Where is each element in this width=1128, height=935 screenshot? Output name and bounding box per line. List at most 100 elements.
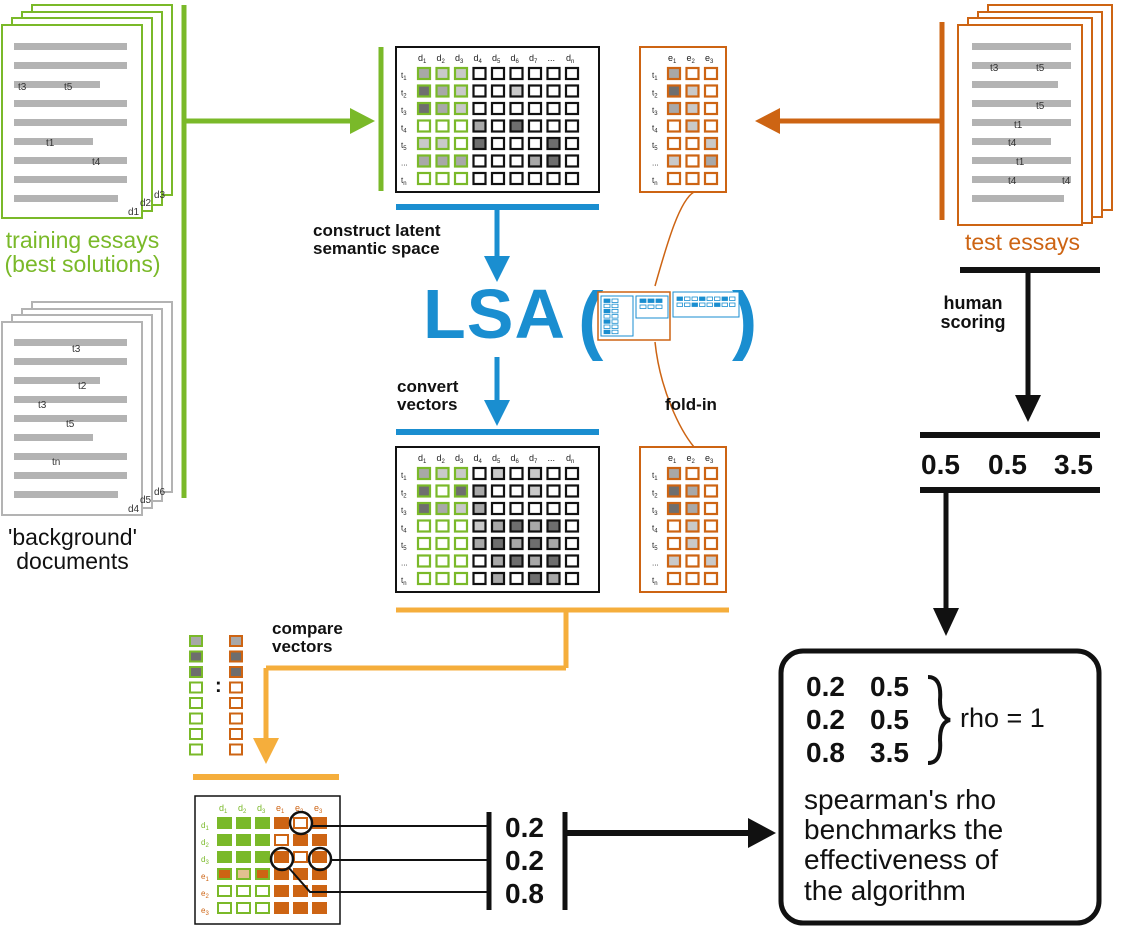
matrix-cell xyxy=(509,154,524,168)
matrix-cell xyxy=(416,484,432,498)
similarity-cell xyxy=(274,902,289,914)
matrix-cell xyxy=(666,554,682,568)
human-scoring-flow xyxy=(920,267,1100,636)
matrix-cell xyxy=(416,571,432,586)
term-label: t1 xyxy=(46,138,55,149)
black-arrowhead xyxy=(1015,395,1041,422)
matrix-cell xyxy=(546,136,561,151)
matrix-cell xyxy=(564,501,580,516)
matrix-label: d1 xyxy=(418,53,427,65)
vector-cell xyxy=(229,743,243,756)
doc-label: d4 xyxy=(128,504,140,515)
compare-flow xyxy=(193,607,729,780)
construct-line-2: semantic space xyxy=(313,238,440,258)
doc-label: d2 xyxy=(140,198,152,209)
mini-cell xyxy=(611,329,619,335)
matrix-cell xyxy=(666,501,682,516)
matrix-cell xyxy=(453,536,469,551)
matrix-cell xyxy=(703,171,719,186)
matrix-cell xyxy=(703,136,719,151)
mini-cell xyxy=(706,302,713,307)
matrix-label: ... xyxy=(548,453,556,463)
matrix-cell xyxy=(490,101,506,116)
matrix-label: d7 xyxy=(529,53,538,65)
matrix-label: t4 xyxy=(401,524,407,535)
mini-cell xyxy=(611,303,619,309)
matrix-cell xyxy=(546,154,561,168)
matrix-cell xyxy=(435,84,450,98)
matrix-label: d5 xyxy=(492,53,501,65)
similarity-cell xyxy=(274,885,289,897)
doc-label: d6 xyxy=(154,487,166,498)
matrix-cell xyxy=(472,466,487,481)
matrix-cell xyxy=(527,84,543,98)
matrix-cell xyxy=(490,154,506,168)
matrix-cell xyxy=(453,519,469,533)
matrix-label: d1 xyxy=(219,803,228,815)
matrix-label: t2 xyxy=(652,489,658,500)
similarity-cell xyxy=(255,851,270,863)
matrix-label: t3 xyxy=(652,506,658,517)
similarity-cell xyxy=(274,834,289,846)
matrix-cell xyxy=(564,119,580,133)
matrix-cell xyxy=(472,154,487,168)
matrix-cell xyxy=(703,154,719,168)
vector-cell xyxy=(189,697,203,709)
matrix-cell xyxy=(509,501,524,516)
matrix-label: ... xyxy=(652,559,659,568)
similarity-cell xyxy=(217,885,232,897)
matrix-label: t2 xyxy=(652,89,658,100)
term-label: t4 xyxy=(1008,138,1017,149)
matrix-label: d3 xyxy=(455,53,464,65)
term-label: tn xyxy=(52,457,60,468)
matrix-cell xyxy=(509,66,524,81)
background-documents-stack: t3 t2 t3 t5 tn d4 d5 d6 xyxy=(1,301,173,516)
mini-cell xyxy=(647,304,655,309)
result-description: spearman's rho benchmarks the effectiven… xyxy=(804,784,1003,906)
matrix-cell xyxy=(453,84,469,98)
matrix-cell xyxy=(453,466,469,481)
matrix-cell xyxy=(666,101,682,116)
matrix-cell xyxy=(509,84,524,98)
matrix-cell xyxy=(703,536,719,551)
mini-cell xyxy=(684,296,691,301)
matrix-cell xyxy=(685,171,700,186)
vector-cell xyxy=(229,697,243,709)
matrix-cell xyxy=(416,501,432,516)
term-label: t5 xyxy=(64,82,73,93)
human-line-2: scoring xyxy=(940,311,1006,332)
matrix-cell xyxy=(527,101,543,116)
similarity-cell xyxy=(255,885,270,897)
matrix-label: dn xyxy=(566,53,574,65)
matrix-cell xyxy=(685,119,700,133)
matrix-cell xyxy=(453,501,469,516)
matrix-cell xyxy=(564,66,580,81)
matrix-cell xyxy=(527,66,543,81)
vector-cell xyxy=(229,635,243,647)
matrix-cell xyxy=(546,554,561,568)
compare-vectors-label: compare vectors xyxy=(272,620,343,656)
matrix-cell xyxy=(509,136,524,151)
similarity-value: 0.2 xyxy=(505,845,544,876)
matrix-cell xyxy=(527,466,543,481)
matrix-label: t1 xyxy=(652,71,658,82)
matrix-cell xyxy=(703,466,719,481)
term-label: t3 xyxy=(990,63,999,74)
matrix-cell xyxy=(666,571,682,586)
matrix-cell xyxy=(472,519,487,533)
matrix-cell xyxy=(546,171,561,186)
matrix-cell xyxy=(416,536,432,551)
mini-cell xyxy=(603,319,611,324)
matrix-cell xyxy=(685,571,700,586)
matrix-cell xyxy=(453,484,469,498)
matrix-cell xyxy=(666,136,682,151)
matrix-cell xyxy=(546,119,561,133)
mini-cell xyxy=(611,314,619,319)
matrix-cell xyxy=(703,519,719,533)
vector-cell xyxy=(189,635,203,647)
orange-arrowhead xyxy=(755,108,780,134)
vector-cell xyxy=(189,681,203,694)
mini-cell xyxy=(603,324,611,329)
mini-cell xyxy=(603,329,611,335)
